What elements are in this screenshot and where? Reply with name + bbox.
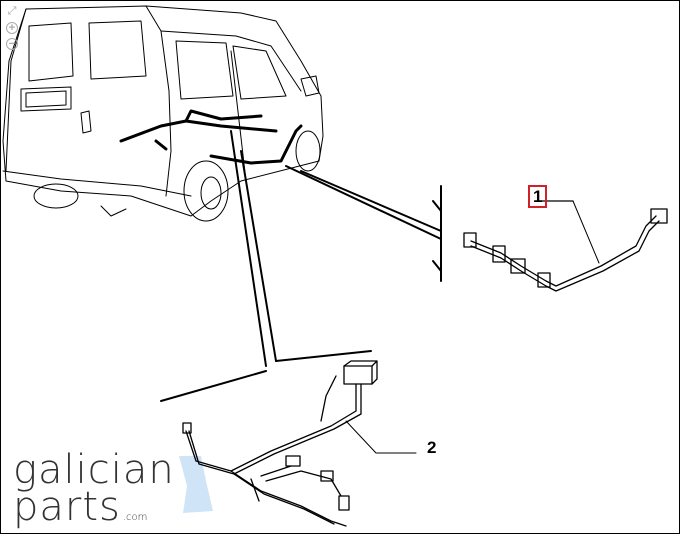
logo-accent-shape — [179, 456, 213, 513]
callout-part-1[interactable]: 1 — [528, 185, 548, 208]
galicianparts-logo: galician parts.com — [13, 447, 175, 530]
van-illustration — [2, 5, 324, 222]
part-2-harness — [182, 360, 417, 527]
leader-lines — [160, 130, 442, 402]
part-1-harness — [463, 200, 668, 292]
zoom-in-button[interactable]: + — [6, 22, 18, 34]
fit-screen-button[interactable]: ⤢ — [6, 5, 18, 17]
van-harness-highlight — [119, 109, 303, 165]
logo-line-1: galician — [13, 447, 175, 493]
zoom-in-icon: + — [8, 22, 16, 34]
callout-part-2[interactable]: 2 — [427, 438, 437, 457]
zoom-out-button[interactable]: − — [6, 38, 18, 50]
logo-suffix: .com — [122, 512, 148, 523]
zoom-out-icon: − — [8, 38, 16, 50]
logo-line-2: parts — [13, 484, 121, 530]
fit-screen-icon: ⤢ — [7, 5, 17, 17]
